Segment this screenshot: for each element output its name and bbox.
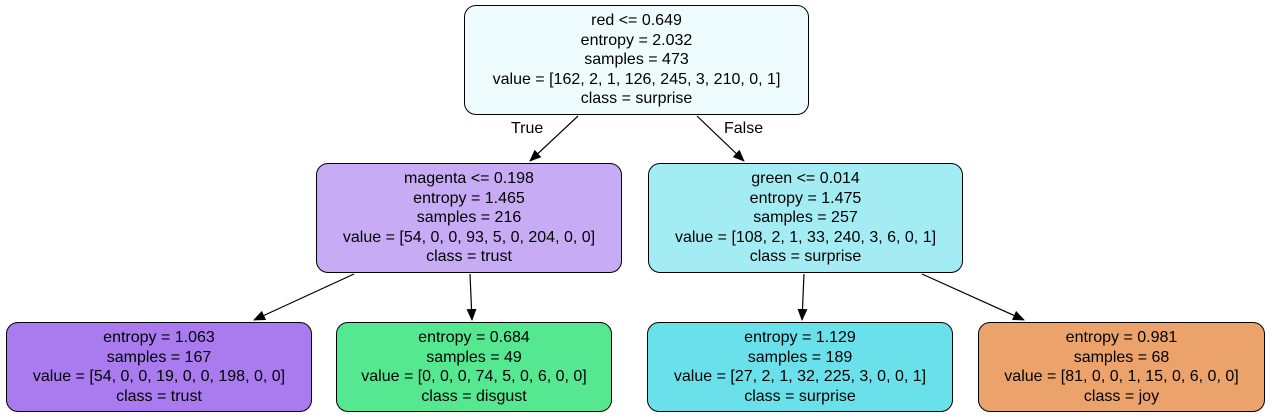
node-entropy: entropy = 1.465	[413, 189, 525, 207]
node-value: value = [0, 0, 0, 74, 5, 0, 6, 0, 0]	[361, 368, 587, 385]
node-samples: samples = 49	[426, 348, 522, 366]
tree-leaf-6: entropy = 0.981 samples = 68 value = [81…	[978, 322, 1265, 412]
node-class: class = disgust	[421, 387, 527, 405]
edge-0-2	[696, 115, 745, 162]
node-entropy: entropy = 2.032	[580, 31, 693, 49]
edge-0-1	[529, 115, 579, 162]
edge-label-true: True	[511, 120, 544, 137]
node-samples: samples = 189	[747, 348, 853, 366]
node-value: value = [108, 2, 1, 33, 240, 3, 6, 0, 1]	[674, 228, 937, 246]
node-entropy: entropy = 0.684	[418, 329, 530, 346]
tree-leaf-4: entropy = 0.684 samples = 49 value = [0,…	[336, 322, 612, 412]
node-samples: samples = 68	[1073, 348, 1170, 366]
node-samples: samples = 473	[584, 51, 689, 69]
node-class: class = surprise	[580, 90, 693, 108]
node-samples: samples = 167	[106, 348, 212, 366]
node-class: class = surprise	[749, 248, 862, 266]
tree-leaf-5: entropy = 1.129 samples = 189 value = [2…	[647, 322, 953, 412]
node-value: value = [162, 2, 1, 126, 245, 3, 210, 0,…	[492, 70, 781, 88]
node-split-condition: green <= 0.014	[751, 170, 860, 188]
tree-node-2: green <= 0.014 entropy = 1.475 samples =…	[648, 163, 963, 273]
edge-1-3	[253, 273, 355, 321]
node-class: class = surprise	[744, 387, 856, 405]
node-value: value = [27, 2, 1, 32, 225, 3, 0, 0, 1]	[673, 368, 927, 385]
tree-leaf-3: entropy = 1.063 samples = 167 value = [5…	[6, 322, 312, 412]
tree-node-1: magenta <= 0.198 entropy = 1.465 samples…	[316, 163, 622, 273]
tree-node-root: red <= 0.649 entropy = 2.032 samples = 4…	[464, 5, 809, 115]
node-class: class = trust	[116, 387, 202, 405]
node-value: value = [54, 0, 0, 93, 5, 0, 204, 0, 0]	[342, 228, 596, 246]
node-value: value = [81, 0, 0, 1, 15, 0, 6, 0, 0]	[1004, 368, 1239, 385]
node-samples: samples = 216	[416, 209, 522, 227]
node-value: value = [54, 0, 0, 19, 0, 0, 198, 0, 0]	[32, 368, 286, 385]
node-split-condition: magenta <= 0.198	[404, 170, 534, 188]
node-class: class = joy	[1083, 387, 1160, 405]
edge-2-5	[797, 273, 808, 321]
node-entropy: entropy = 1.063	[103, 329, 215, 346]
node-entropy: entropy = 0.981	[1065, 329, 1178, 346]
node-samples: samples = 257	[753, 209, 858, 227]
node-entropy: entropy = 1.475	[749, 189, 862, 207]
node-split-condition: red <= 0.649	[591, 12, 682, 30]
edge-1-4	[466, 273, 477, 321]
node-class: class = trust	[426, 248, 512, 266]
node-entropy: entropy = 1.129	[744, 329, 856, 346]
edge-label-false: False	[724, 120, 764, 137]
edge-2-6	[921, 273, 1025, 321]
